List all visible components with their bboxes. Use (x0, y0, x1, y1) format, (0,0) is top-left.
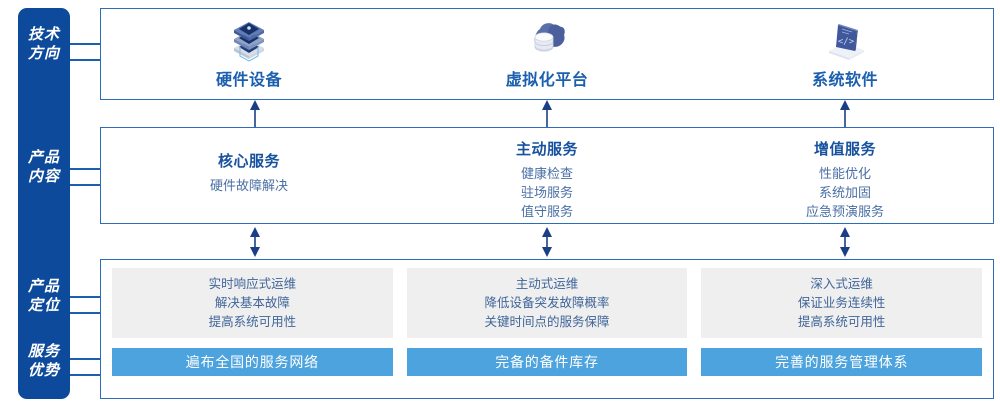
position-item-proactive: 主动式运维 降低设备突发故障概率 关键时间点的服务保障 完备的备件库存 (406, 268, 688, 390)
position-line: 提高系统可用性 (797, 314, 886, 329)
connector-tech-bottom (62, 59, 102, 61)
position-item-realtime: 实时响应式运维 解决基本故障 提高系统可用性 遍布全国的服务网络 (112, 268, 393, 390)
content-line: 性能优化 (818, 166, 871, 181)
position-line: 保证业务连续性 (797, 295, 886, 310)
tech-label-hardware: 硬件设备 (215, 72, 282, 89)
arrow-up-system-software (840, 100, 850, 127)
rail-label-tech-direction: 技术 方向 (27, 26, 60, 62)
position-item-indepth: 深入式运维 保证业务连续性 提高系统可用性 完善的服务管理体系 (701, 268, 983, 390)
left-rail (18, 8, 70, 399)
content-item-core-service: 核心服务 硬件故障解决 (100, 127, 398, 224)
tech-label-virtualization: 虚拟化平台 (505, 72, 589, 89)
position-line: 提高系统可用性 (208, 314, 297, 329)
position-box-indepth: 深入式运维 保证业务连续性 提高系统可用性 (701, 268, 983, 338)
content-item-value-added-service: 增值服务 性能优化 系统加固 应急预演服务 (696, 127, 994, 224)
arrow-bidirectional-value-added-service (840, 227, 850, 257)
content-line: 应急预演服务 (805, 204, 884, 219)
rail-label-service-advantage: 服务 优势 (27, 343, 60, 379)
connector-content-top (62, 168, 102, 170)
connector-advantage-bottom (62, 374, 102, 376)
server-stack-icon (234, 22, 264, 62)
panel-product-content (100, 127, 994, 224)
position-line: 实时响应式运维 (208, 276, 297, 291)
connector-content-bottom (62, 184, 102, 186)
position-line: 解决基本故障 (214, 295, 290, 310)
connector-advantage-top (62, 358, 102, 360)
content-title-value-added-service: 增值服务 (813, 141, 876, 158)
tech-direction-columns: 硬件设备 虚拟化平台 (100, 8, 994, 100)
tech-item-virtualization[interactable]: 虚拟化平台 (398, 8, 696, 100)
arrow-up-hardware (250, 100, 260, 127)
arrow-bidirectional-proactive-service (542, 227, 552, 257)
advantage-bar-service-network[interactable]: 遍布全国的服务网络 (112, 348, 393, 376)
arrow-bidirectional-core-service (250, 227, 260, 257)
laptop-code-icon: </> (829, 24, 864, 60)
tech-label-system-software: 系统软件 (811, 72, 878, 89)
connector-position-bottom (62, 312, 102, 314)
cloud-database-icon (534, 23, 565, 52)
rail-label-product-content: 产品 内容 (27, 149, 60, 185)
product-content-columns: 核心服务 硬件故障解决 主动服务 健康检查 驻场服务 值守服务 增值服务 性能优… (100, 127, 994, 224)
position-line: 深入式运维 (810, 276, 873, 291)
position-line: 主动式运维 (515, 276, 579, 291)
content-item-proactive-service: 主动服务 健康检查 驻场服务 值守服务 (398, 127, 696, 224)
content-title-core-service: 核心服务 (217, 153, 280, 170)
svg-text:</>: </> (838, 37, 855, 47)
position-line: 降低设备突发故障概率 (484, 295, 610, 310)
advantage-bar-management-system[interactable]: 完善的服务管理体系 (701, 348, 983, 376)
content-line: 健康检查 (520, 166, 573, 181)
arrow-up-virtualization (542, 100, 552, 127)
content-title-proactive-service: 主动服务 (515, 141, 578, 158)
content-line: 值守服务 (520, 204, 573, 219)
content-line: 驻场服务 (520, 185, 573, 200)
content-line: 系统加固 (818, 185, 871, 200)
rail-label-product-position: 产品 定位 (27, 278, 60, 314)
position-line: 关键时间点的服务保障 (484, 314, 610, 329)
connector-tech-top (62, 43, 102, 45)
position-box-realtime: 实时响应式运维 解决基本故障 提高系统可用性 (112, 268, 393, 338)
connector-position-top (62, 296, 102, 298)
position-box-proactive: 主动式运维 降低设备突发故障概率 关键时间点的服务保障 (406, 268, 688, 338)
content-line: 硬件故障解决 (209, 178, 288, 193)
product-position-columns: 实时响应式运维 解决基本故障 提高系统可用性 遍布全国的服务网络 主动式运维 降… (100, 259, 994, 399)
tech-item-hardware[interactable]: 硬件设备 (100, 8, 398, 100)
tech-item-system-software[interactable]: </> 系统软件 (696, 8, 994, 100)
advantage-bar-spare-parts[interactable]: 完备的备件库存 (406, 348, 688, 376)
